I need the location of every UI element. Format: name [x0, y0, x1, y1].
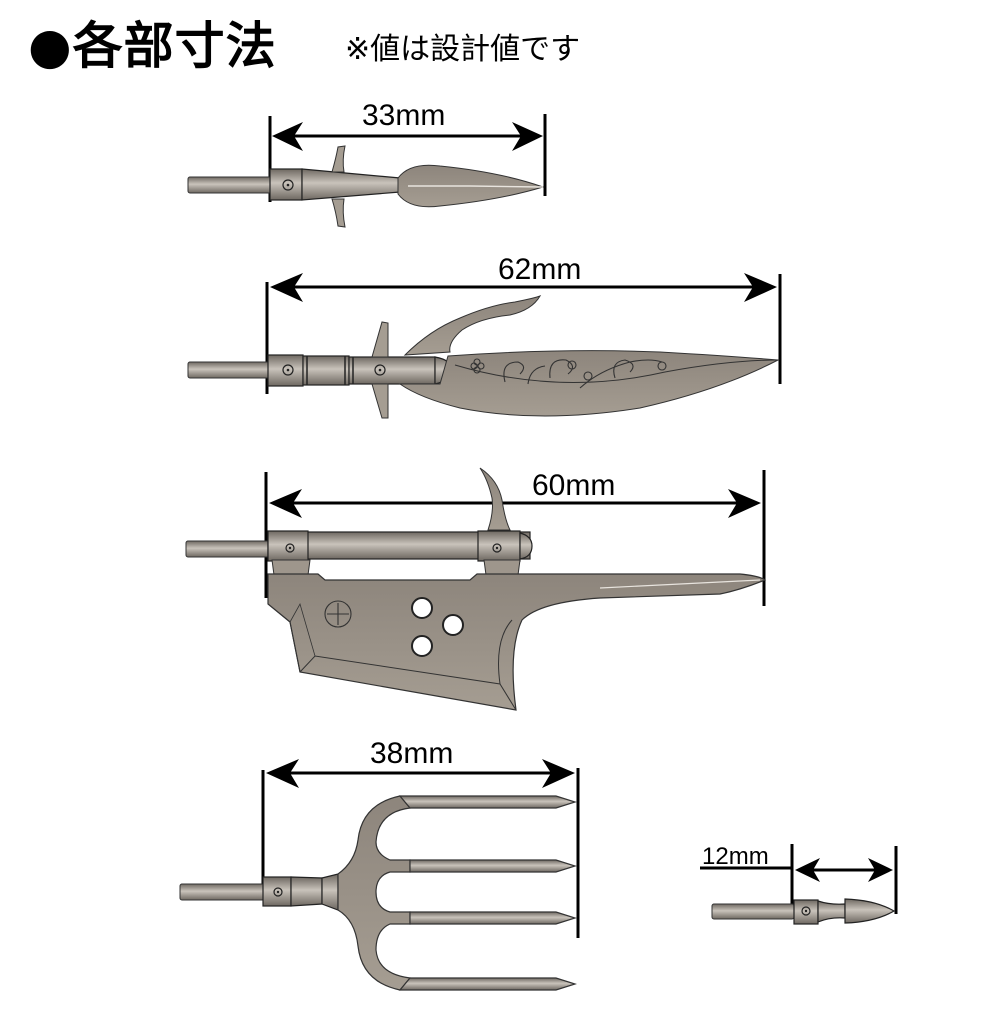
bullet-icon: ●: [28, 17, 73, 75]
dimension-label-curved-blade: 62mm: [498, 253, 582, 286]
trident-fork-drawing: [179, 759, 580, 991]
title-text: 各部寸法: [72, 17, 277, 75]
spear-head-drawing: [187, 114, 547, 228]
dimension-label-small-tip: 12mm: [702, 843, 769, 870]
page-title: ●各部寸法: [28, 14, 277, 78]
dimension-label-trident-fork: 38mm: [370, 737, 454, 770]
axe-blade-drawing: [185, 467, 767, 711]
dimension-label-spear-head: 33mm: [362, 99, 446, 132]
curved-blade-drawing: [187, 273, 782, 419]
design-value-note: ※値は設計値です: [345, 32, 581, 67]
dimension-label-axe-blade: 60mm: [532, 469, 616, 502]
small-tip-drawing: [700, 844, 898, 925]
